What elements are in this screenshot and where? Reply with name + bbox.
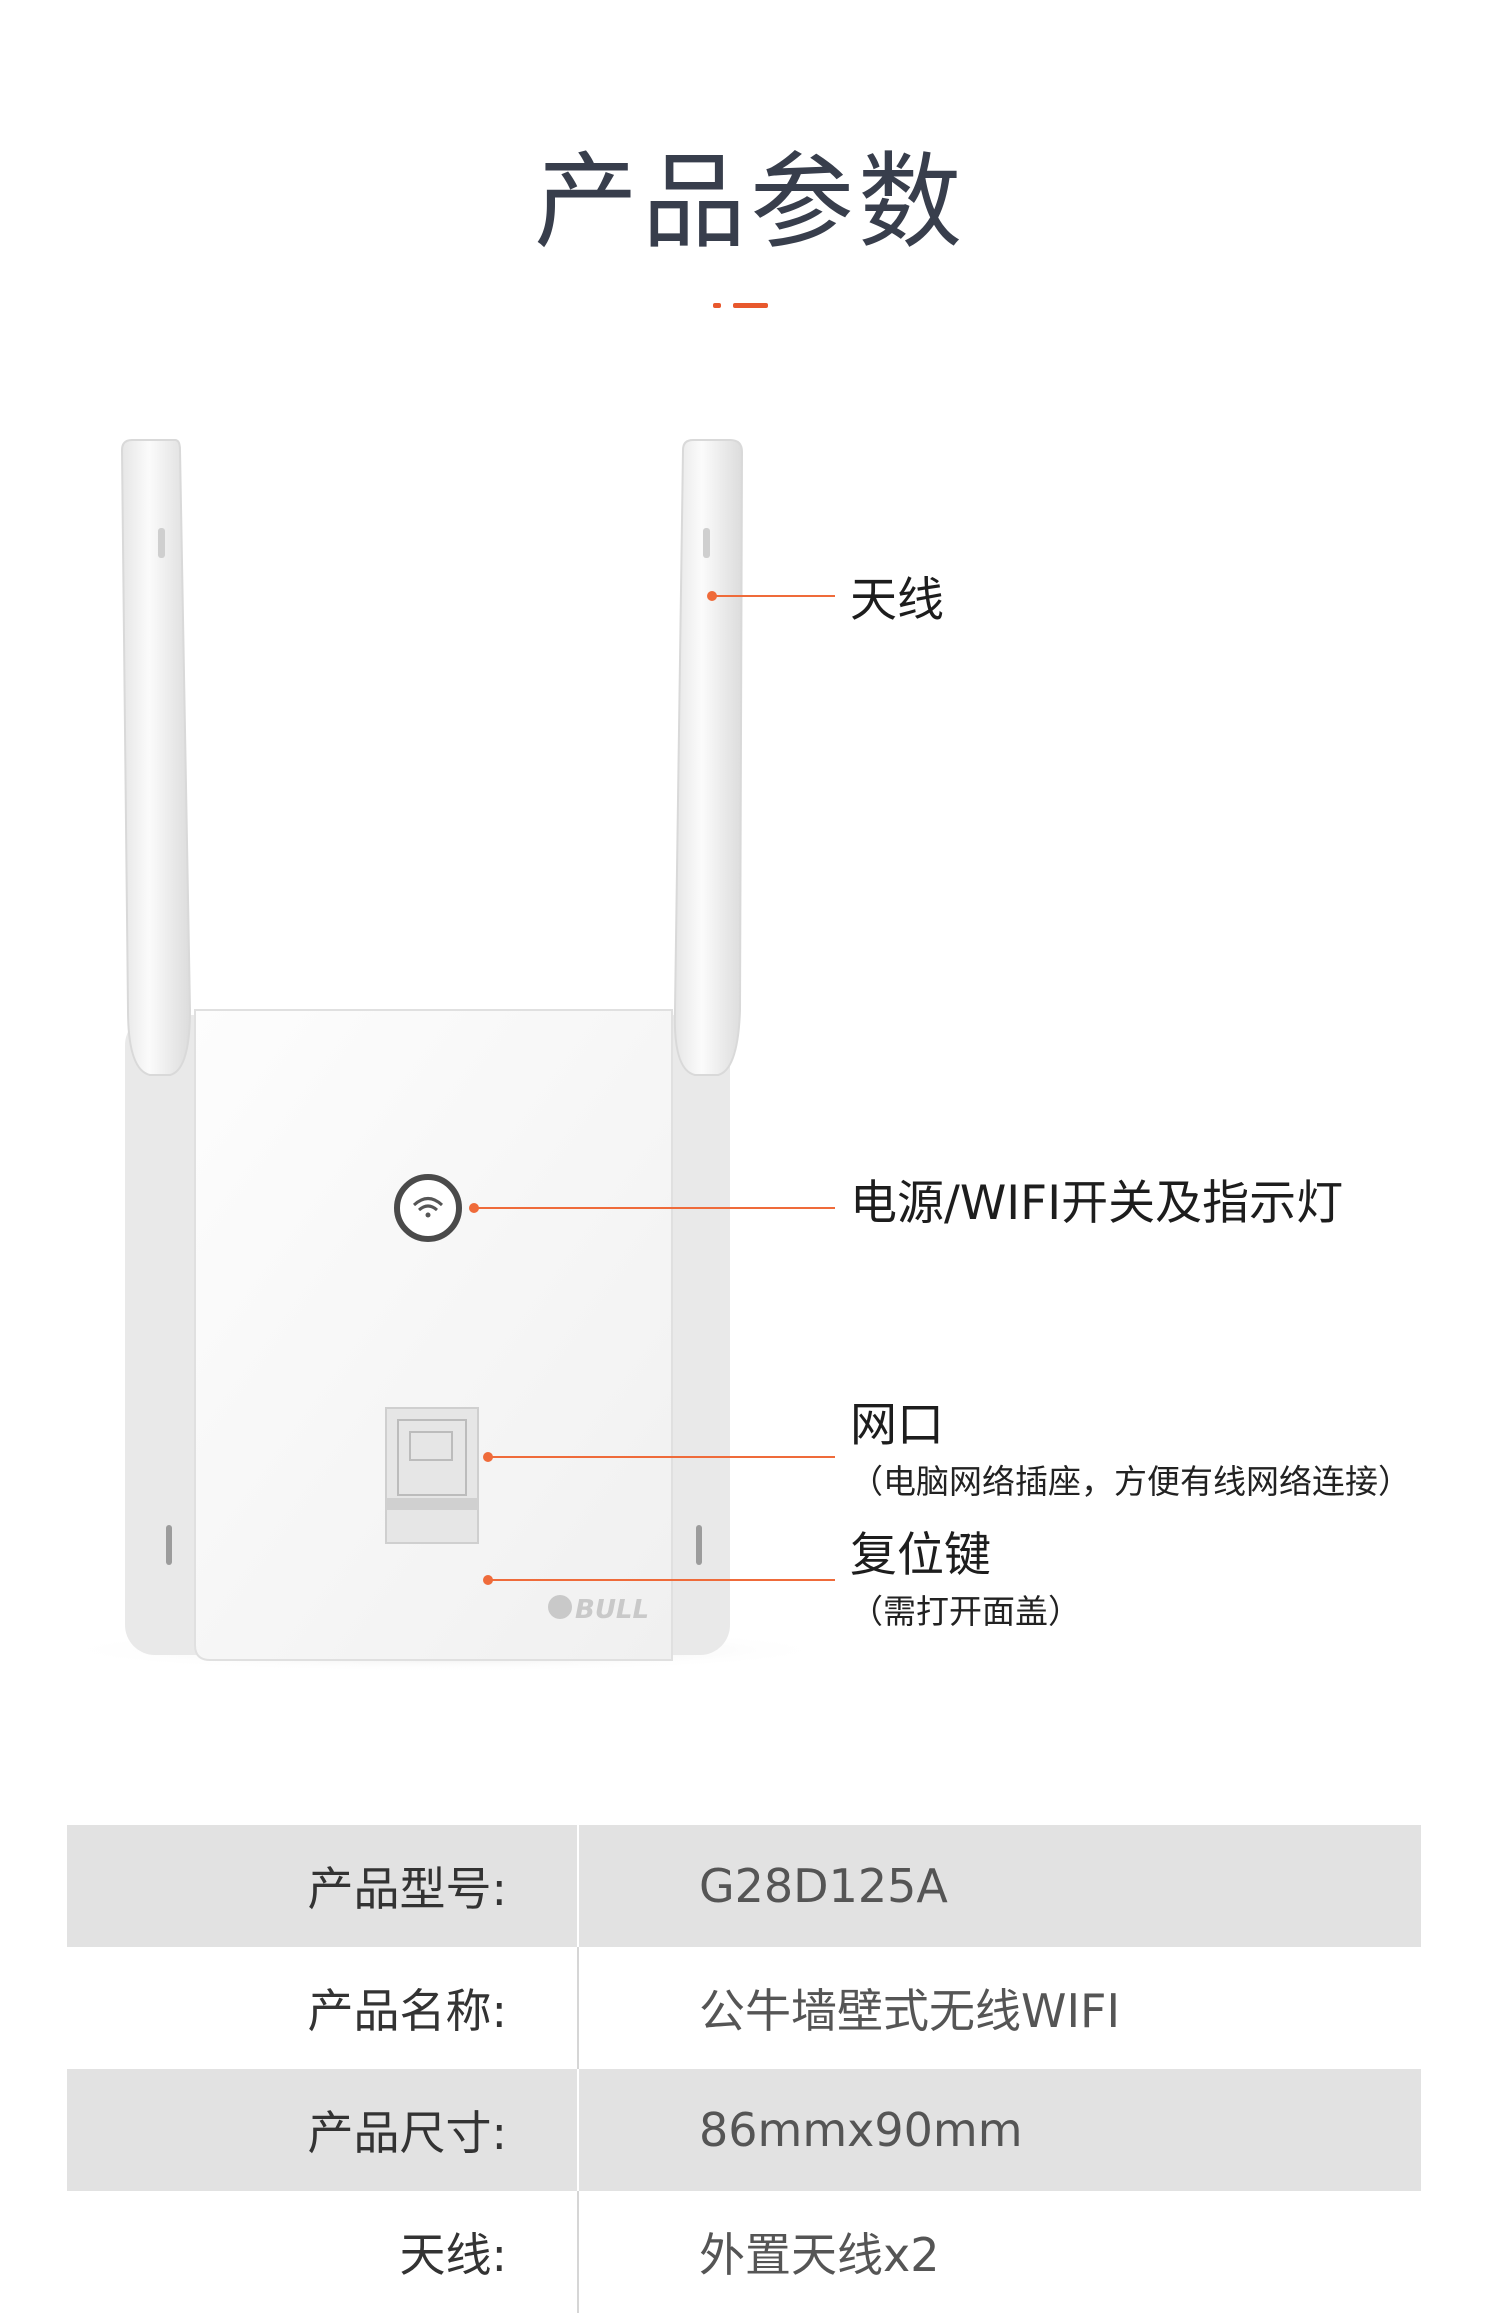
spec-label: 天线: — [399, 2228, 508, 2282]
right-antenna — [673, 439, 744, 1076]
spec-label: 产品型号: — [307, 1862, 508, 1916]
callout-antenna-label: 天线 — [850, 573, 944, 628]
router-illustration: BULL — [55, 439, 835, 1672]
spec-table: 产品型号: G28D125A 产品名称: 公牛墙壁式无线WIFI 产品尺寸: 8… — [67, 1825, 1421, 2313]
title-underline-dot — [713, 303, 721, 308]
spec-value: 外置天线x2 — [699, 2228, 940, 2282]
callout-power-label: 电源/WIFI开关及指示灯 — [850, 1176, 1344, 1231]
spec-label: 产品名称: — [307, 1984, 508, 2038]
callout-power: 电源/WIFI开关及指示灯 — [850, 1178, 1343, 1230]
spec-row-antenna: 天线: 外置天线x2 — [67, 2191, 1421, 2313]
ethernet-port-icon — [385, 1407, 479, 1544]
device-front-body — [194, 1009, 673, 1661]
spec-row-size: 产品尺寸: 86mmx90mm — [67, 2069, 1421, 2191]
callout-reset-note: （需打开面盖） — [850, 1591, 1081, 1631]
callout-port: 网口 （电脑网络插座，方便有线网络连接） — [850, 1400, 1411, 1500]
wifi-icon — [394, 1174, 462, 1242]
spec-value: 86mmx90mm — [699, 2103, 1023, 2157]
left-antenna — [120, 439, 192, 1076]
callout-port-note: （电脑网络插座，方便有线网络连接） — [850, 1461, 1411, 1501]
callout-reset-label: 复位键 — [850, 1528, 991, 1583]
callout-port-label: 网口 — [850, 1398, 944, 1453]
spec-value: G28D125A — [699, 1859, 948, 1913]
callout-leaders — [469, 591, 835, 1585]
callout-antenna: 天线 — [850, 575, 944, 627]
page-title: 产品参数 — [533, 141, 966, 263]
title-underline-dash — [733, 303, 768, 308]
spec-row-model: 产品型号: G28D125A — [67, 1825, 1421, 1947]
spec-row-name: 产品名称: 公牛墙壁式无线WIFI — [67, 1947, 1421, 2069]
svg-text:BULL: BULL — [575, 1595, 649, 1625]
spec-value: 公牛墙壁式无线WIFI — [699, 1984, 1121, 2038]
bull-logo: BULL — [548, 1595, 649, 1625]
spec-label: 产品尺寸: — [307, 2106, 508, 2160]
callout-reset: 复位键 （需打开面盖） — [850, 1530, 1081, 1630]
